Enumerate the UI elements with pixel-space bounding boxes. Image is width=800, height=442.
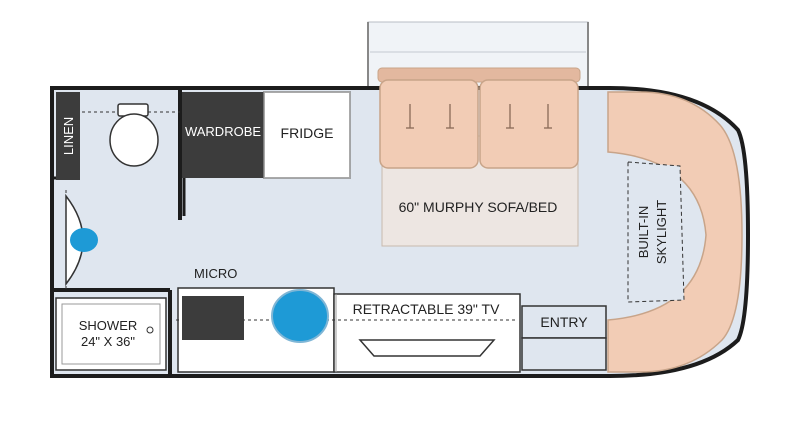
bathroom-sink (65, 190, 98, 290)
skylight-label-1: BUILT-IN (636, 206, 651, 259)
fridge: FRIDGE (263, 91, 351, 179)
toilet (109, 103, 159, 167)
sofa-label: 60" MURPHY SOFA/BED (399, 199, 558, 215)
micro-label: MICRO (194, 266, 237, 281)
linen-label: LINEN (61, 117, 76, 155)
shower: SHOWER 24" X 36" (55, 297, 167, 371)
entry: ENTRY (521, 305, 607, 371)
linen-cabinet: LINEN (56, 92, 80, 180)
retractable-tv: RETRACTABLE 39" TV (353, 301, 500, 357)
entry-label: ENTRY (540, 314, 588, 330)
shower-label-2: 24" X 36" (81, 334, 135, 349)
cab-dash (607, 91, 743, 373)
shower-label-1: SHOWER (79, 318, 138, 333)
cooktop (182, 296, 244, 340)
fridge-label: FRIDGE (281, 125, 334, 141)
wardrobe: WARDROBE (182, 92, 264, 216)
skylight-label-2: SKYLIGHT (654, 200, 669, 264)
wardrobe-label: WARDROBE (185, 124, 261, 139)
built-in-skylight: BUILT-IN SKYLIGHT (627, 161, 685, 303)
murphy-sofa-bed: 60" MURPHY SOFA/BED (377, 67, 581, 247)
tv-label: RETRACTABLE 39" TV (353, 301, 500, 317)
galley-sink (271, 289, 329, 343)
